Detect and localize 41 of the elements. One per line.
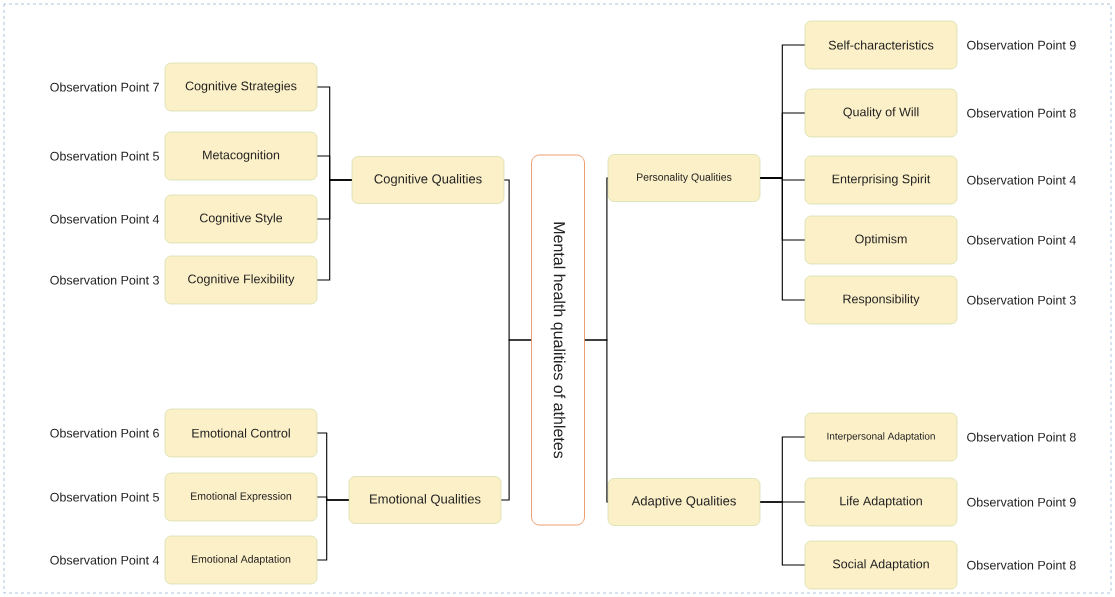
observation-label: Observation Point 5 (50, 151, 159, 161)
quality-box: Cognitive Strategies (164, 62, 318, 112)
quality-box: Quality of Will (804, 88, 958, 138)
observation-label: Observation Point 3 (967, 295, 1076, 305)
category-box: Adaptive Qualities (607, 478, 761, 526)
quality-box: Enterprising Spirit (804, 155, 958, 205)
observation-label: Observation Point 3 (50, 275, 159, 285)
observation-label: Observation Point 4 (967, 175, 1076, 185)
bracket-connector (759, 501, 806, 566)
quality-box: Cognitive Style (164, 194, 318, 244)
quality-box: Self-characteristics (804, 20, 958, 70)
quality-box: Emotional Expression (164, 472, 318, 522)
quality-box: Life Adaptation (804, 477, 958, 527)
bracket-connector (316, 179, 353, 281)
category-box: Personality Qualities (607, 154, 761, 202)
title-box: Mental health qualities of athletes (531, 154, 585, 526)
quality-box: Emotional Adaptation (164, 535, 318, 585)
quality-box: Responsibility (804, 275, 958, 325)
bracket-connector (759, 177, 806, 301)
observation-label: Observation Point 4 (967, 235, 1076, 245)
quality-box: Metacognition (164, 131, 318, 181)
quality-box: Cognitive Flexibility (164, 255, 318, 305)
observation-label: Observation Point 6 (50, 428, 159, 438)
bracket-connector (316, 499, 350, 561)
quality-box: Emotional Control (164, 408, 318, 458)
observation-label: Observation Point 8 (967, 108, 1076, 118)
observation-label: Observation Point 8 (967, 432, 1076, 442)
observation-label: Observation Point 5 (50, 492, 159, 502)
observation-label: Observation Point 8 (967, 560, 1076, 570)
category-box: Cognitive Qualities (351, 156, 505, 204)
observation-label: Observation Point 7 (50, 82, 159, 92)
observation-label: Observation Point 9 (967, 40, 1076, 50)
observation-label: Observation Point 9 (967, 497, 1076, 507)
category-box: Emotional Qualities (348, 476, 502, 524)
bracket-connector (584, 339, 609, 503)
observation-label: Observation Point 4 (50, 214, 160, 224)
observation-label: Observation Point 4 (50, 555, 160, 565)
quality-box: Optimism (804, 215, 958, 265)
quality-box: Interpersonal Adaptation (804, 412, 958, 462)
bracket-connector (500, 339, 532, 501)
quality-box: Social Adaptation (804, 540, 958, 590)
